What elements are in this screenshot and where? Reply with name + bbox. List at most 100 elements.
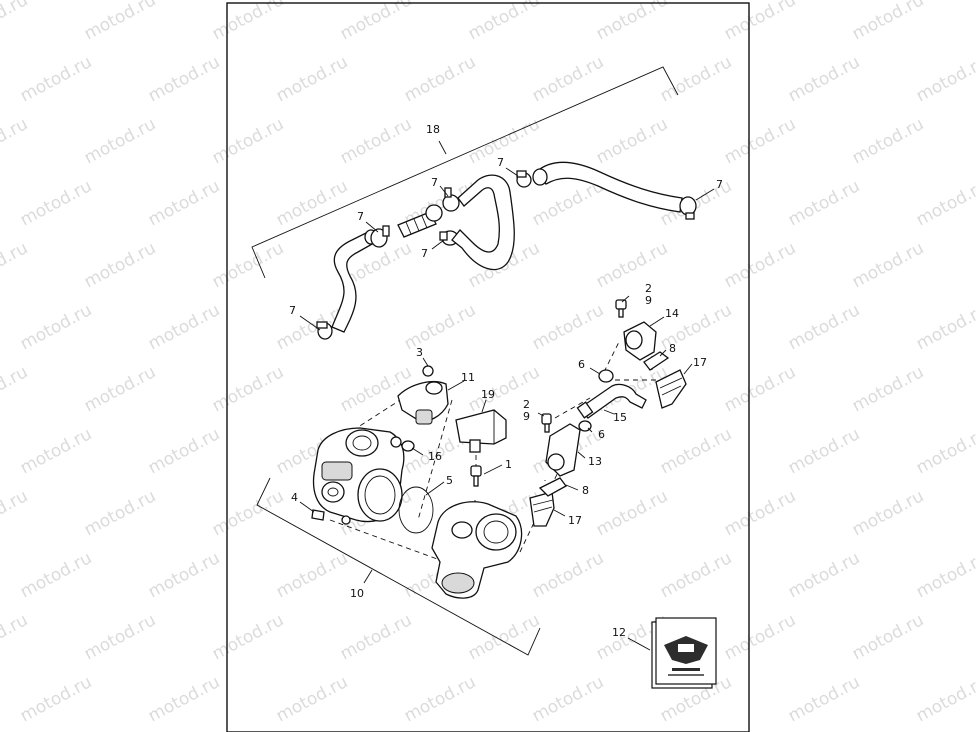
watermark-text: motod.ru (0, 362, 31, 416)
service-manual-12 (651, 617, 717, 689)
watermark-text: motod.ru (17, 300, 95, 354)
watermark-text: motod.ru (145, 52, 223, 106)
watermark-text: motod.ru (17, 52, 95, 106)
callout-10: 10 (350, 587, 364, 600)
callout-18: 18 (426, 123, 440, 136)
watermark-text: motod.ru (337, 610, 415, 664)
hose-u-shaped (451, 174, 515, 271)
watermark-text: motod.ru (81, 362, 159, 416)
watermark-text: motod.ru (657, 52, 735, 106)
callout-8-upper: 8 (669, 342, 676, 355)
callout-14: 14 (665, 307, 679, 320)
callout-7-middle-bottom: 7 (421, 247, 428, 260)
watermark-text: motod.ru (209, 238, 287, 292)
watermark-text: motod.ru (913, 52, 976, 106)
callout-labels: 1 2 9 2 9 3 4 5 6 6 7 7 7 7 7 7 8 8 10 1… (289, 123, 723, 639)
watermark-text: motod.ru (849, 238, 927, 292)
watermark-text: motod.ru (273, 548, 351, 602)
watermark-text: motod.ru (337, 0, 415, 44)
watermark-text: motod.ru (849, 362, 927, 416)
watermark-text: motod.ru (209, 362, 287, 416)
watermark-text: motod.ru (145, 176, 223, 230)
screw-3 (422, 365, 434, 377)
watermark-text: motod.ru (785, 548, 863, 602)
watermark-text: motod.ru (529, 52, 607, 106)
watermark-text: motod.ru (0, 610, 31, 664)
watermark-text: motod.ru (401, 672, 479, 726)
watermark-text: motod.ru (17, 176, 95, 230)
callout-7-middle-top: 7 (431, 176, 438, 189)
watermark-text: motod.ru (17, 548, 95, 602)
watermark-text: motod.ru (721, 610, 799, 664)
watermark-text: motod.ru (465, 114, 543, 168)
throttle-body (312, 427, 405, 525)
callout-4: 4 (291, 491, 298, 504)
watermark-text: motod.ru (145, 548, 223, 602)
watermark-text: motod.ru (657, 424, 735, 478)
callout-19: 19 (481, 388, 495, 401)
hose-clamp-left-top (370, 225, 390, 248)
watermark-text: motod.ru (785, 52, 863, 106)
screw-2-9-lower (541, 413, 552, 433)
watermark-text: motod.ru (81, 486, 159, 540)
watermark-text: motod.ru (273, 52, 351, 106)
callout-9-upper: 9 (645, 294, 652, 307)
watermark-text: motod.ru (0, 486, 31, 540)
watermark-text: motod.ru (17, 424, 95, 478)
screw-2-9-upper (615, 299, 627, 318)
watermark-text: motod.ru (721, 486, 799, 540)
watermark-text: motod.ru (657, 548, 735, 602)
callout-2-upper: 2 (645, 282, 652, 295)
callout-6-upper: 6 (578, 358, 585, 371)
hose-clamp-left-bottom (316, 321, 333, 340)
watermark-text: motod.ru (209, 0, 287, 44)
hose-assembly-bracket (251, 66, 679, 279)
callout-7-far-right: 7 (716, 178, 723, 191)
callout-leaders (299, 167, 715, 651)
fuel-injector-lower (529, 491, 555, 527)
watermark-text: motod.ru (785, 176, 863, 230)
watermark-text: motod.ru (0, 0, 31, 44)
callout-3: 3 (416, 346, 423, 359)
watermark-text: motod.ru (721, 114, 799, 168)
watermark-text: motod.ru (849, 114, 927, 168)
callout-16: 16 (428, 450, 442, 463)
intake-manifold (431, 501, 523, 599)
sensor-11 (397, 381, 449, 425)
fuel-fitting-14 (623, 321, 657, 361)
o-ring-16 (401, 440, 415, 452)
throttle-body-assembly-bracket (256, 477, 541, 656)
watermark-text: motod.ru (465, 610, 543, 664)
watermark-text: motod.ru (785, 424, 863, 478)
watermark-text: motod.ru (913, 548, 976, 602)
watermark-text: motod.ru (209, 610, 287, 664)
callout-1: 1 (505, 458, 512, 471)
watermark-text: motod.ru (721, 0, 799, 44)
watermark-text: motod.ru (721, 238, 799, 292)
watermark-text: motod.ru (721, 362, 799, 416)
callout-8-lower: 8 (582, 484, 589, 497)
callout-9-lower: 9 (523, 410, 530, 423)
watermark-text: motod.ru (273, 672, 351, 726)
watermark-text: motod.ru (849, 486, 927, 540)
fuel-injector-upper (655, 369, 687, 409)
watermark-text: motod.ru (337, 114, 415, 168)
watermark-text: motod.ru (81, 0, 159, 44)
callout-7-top-right: 7 (497, 156, 504, 169)
watermark-text: motod.ru (209, 486, 287, 540)
o-ring-6-upper (598, 369, 614, 383)
watermark-text: motod.ru (913, 424, 976, 478)
callout-11: 11 (461, 371, 475, 384)
watermark-text: motod.ru (465, 362, 543, 416)
watermark-text: motod.ru (17, 672, 95, 726)
watermark-text: motod.ru (465, 0, 543, 44)
watermark-text: motod.ru (593, 486, 671, 540)
screw-4 (311, 509, 325, 521)
watermark-text: motod.ru (0, 238, 31, 292)
callout-7-left: 7 (289, 304, 296, 317)
fuel-fitting-13 (545, 423, 581, 477)
watermark-text: motod.ru (529, 300, 607, 354)
watermark-text: motod.ru (593, 0, 671, 44)
fuel-line-15 (576, 383, 647, 419)
